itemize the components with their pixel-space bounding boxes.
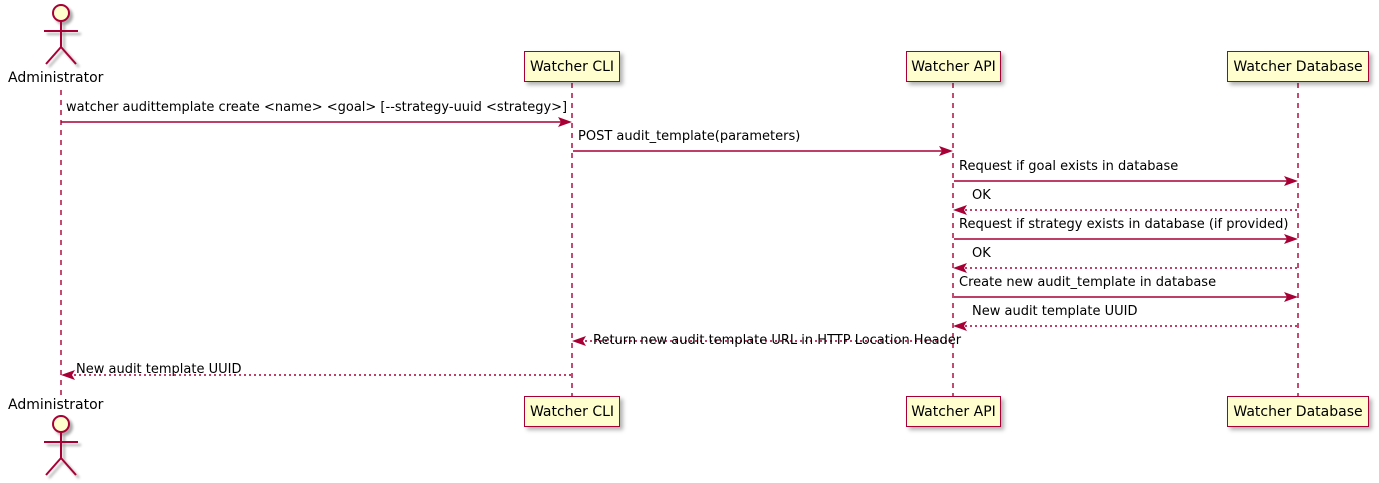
message-arrow-6 [953, 263, 1297, 273]
message-label-2: POST audit_template(parameters) [578, 129, 801, 144]
participant-label-watcher-api-top: Watcher API [911, 58, 996, 75]
participant-label-watcher-database-bottom: Watcher Database [1233, 403, 1363, 420]
message-arrow-4 [953, 205, 1297, 215]
participant-box-watcher-cli-top[interactable]: Watcher CLI [524, 51, 620, 82]
participant-label-watcher-cli-top: Watcher CLI [529, 58, 615, 75]
participant-box-watcher-api-top[interactable]: Watcher API [906, 51, 1001, 82]
message-arrow-9 [572, 336, 952, 346]
actor-label-administrator-bottom: Administrator [8, 397, 104, 413]
message-label-5: Request if strategy exists in database (… [959, 217, 1289, 232]
message-label-3: Request if goal exists in database [959, 159, 1179, 174]
message-arrow-2 [573, 146, 953, 156]
message-label-8: New audit template UUID [972, 304, 1138, 319]
actor-administrator-bottom [44, 415, 78, 476]
message-arrow-5 [954, 234, 1298, 244]
participant-box-watcher-cli-bottom[interactable]: Watcher CLI [524, 396, 620, 427]
message-label-1: watcher audittemplate create <name> <goa… [66, 100, 568, 115]
message-arrow-8 [953, 321, 1297, 331]
message-arrow-1 [61, 117, 572, 127]
participant-box-watcher-database-bottom[interactable]: Watcher Database [1227, 396, 1369, 427]
lifelines [60, 83, 1299, 398]
participant-label-watcher-cli-bottom: Watcher CLI [529, 403, 615, 420]
message-label-6: OK [972, 246, 991, 261]
message-label-9: Return new audit template URL in HTTP Lo… [593, 333, 962, 348]
message-arrow-7 [954, 292, 1298, 302]
actor-administrator-top [44, 4, 78, 65]
message-label-10: New audit template UUID [76, 362, 242, 377]
message-label-7: Create new audit_template in database [959, 275, 1217, 290]
participant-box-watcher-api-bottom[interactable]: Watcher API [906, 396, 1001, 427]
participant-label-watcher-database-top: Watcher Database [1233, 58, 1363, 75]
message-arrow-10 [61, 370, 571, 380]
message-label-4: OK [972, 188, 991, 203]
actor-label-administrator-top: Administrator [8, 70, 104, 86]
participant-label-watcher-api-bottom: Watcher API [911, 403, 996, 420]
participant-box-watcher-database-top[interactable]: Watcher Database [1227, 51, 1369, 82]
message-arrow-3 [954, 176, 1298, 186]
